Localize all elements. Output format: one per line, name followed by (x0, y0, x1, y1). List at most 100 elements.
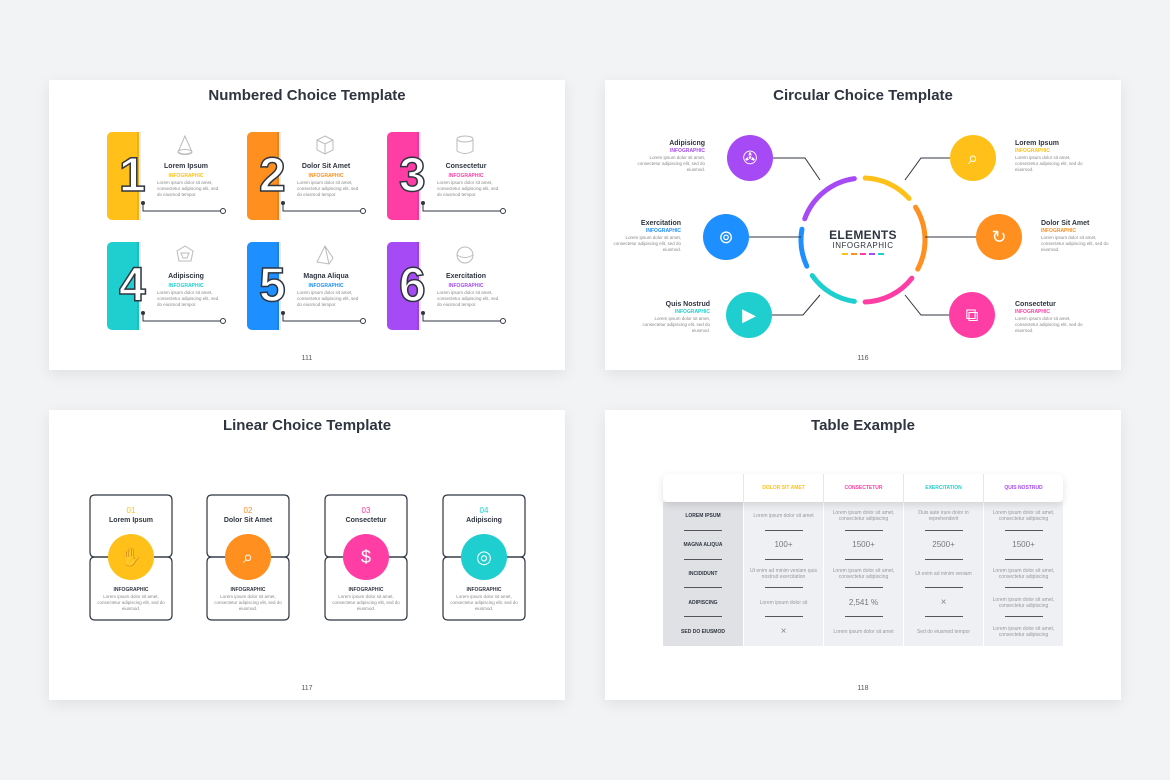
item-description: Lorem ipsum dolor sit amet, consectetur … (97, 594, 165, 611)
slide-circular-choice: Circular Choice Template ELEMENTS INFOGR… (605, 80, 1121, 370)
number-tab (387, 242, 421, 330)
cylinder-icon (456, 135, 474, 154)
item-frame (206, 494, 290, 621)
compass-icon: ✇ (727, 135, 773, 181)
item-subtitle: INFOGRAPHIC (168, 173, 204, 179)
ring-center: ELEMENTS INFOGRAPHIC (819, 228, 907, 255)
page-number: 116 (857, 355, 869, 362)
color-dot (851, 253, 857, 255)
table-cell: 1500+ (824, 531, 903, 560)
item-subtitle: INFOGRAPHIC (308, 283, 344, 289)
slide-title: Linear Choice Template (222, 417, 392, 434)
table-cell: Lorem ipsum dolor sit amet, consectetur … (824, 560, 903, 589)
number-tab (107, 132, 141, 220)
video-player-icon: ▶ (726, 292, 772, 338)
item-subtitle: INFOGRAPHIC (168, 283, 204, 289)
ring-arc-segment (862, 175, 912, 202)
item-title: Consectetur (1015, 301, 1056, 308)
sphere-icon (456, 246, 474, 264)
item-title: Dolor Sit Amet (223, 517, 273, 524)
hand-coin-icon: ✋ (108, 534, 154, 580)
item-description: Lorem ipsum dolor sit amet, consectetur … (157, 180, 219, 197)
table-cell: Lorem ipsum dolor sit amet, consectetur … (984, 560, 1063, 589)
table-cell: 100+ (744, 531, 823, 560)
item-description: Lorem ipsum dolor sit amet, consectetur … (297, 180, 359, 197)
item-number: 02 (243, 506, 253, 515)
page-number: 111 (301, 355, 313, 362)
table-corner (663, 474, 743, 502)
item-subtitle: INFOGRAPHIC (466, 587, 502, 593)
ring-color-dots (819, 253, 907, 255)
table-cell: Ut enim ad minim veniam quis nostrud exe… (744, 560, 823, 589)
connector-line (141, 311, 226, 324)
item-subtitle: INFOGRAPHIC (675, 309, 710, 315)
item-title: Consectetur (445, 163, 487, 170)
connector-line (421, 311, 506, 324)
magnifier-shirt-icon: ⌕ (225, 534, 271, 580)
column-header: CONSECTETUR (823, 474, 903, 502)
item-subtitle: INFOGRAPHIC (113, 587, 149, 593)
row-label: LOREM IPSUM (663, 502, 743, 531)
data-column: Lorem ipsum dolor sit amet, consectetur … (983, 502, 1063, 646)
number-tab (247, 132, 281, 220)
table-cell: Lorem ipsum dolor sit amet (833, 628, 894, 635)
item-description: Lorem ipsum dolor sit amet, consectetur … (450, 594, 518, 611)
item-description: Lorem ipsum dolor sit amet, consectetur … (1041, 235, 1109, 252)
color-dot (878, 253, 884, 255)
table-cell: × (904, 588, 983, 617)
table-cell: 2500+ (904, 531, 983, 560)
number-tab (387, 132, 421, 220)
column-header: EXERCITATION (903, 474, 983, 502)
item-title: Dolor Sit Amet (1041, 220, 1090, 227)
dollar-coin-icon: $ (343, 534, 389, 580)
row-label: MAGNA ALIQUA (663, 531, 743, 560)
table-cell: Lorem ipsum dolor sit amet (744, 502, 823, 531)
table-cell: Sed do eiusmod tempor (916, 628, 971, 635)
number-digit: 4 (118, 259, 146, 312)
cone-icon (177, 134, 193, 155)
table-cell: 2,541 % (824, 588, 903, 617)
item-subtitle: INFOGRAPHIC (448, 173, 484, 179)
item-title: Adipiscing (168, 273, 204, 280)
table-cell: Lorem ipsum dolor sit (744, 588, 823, 617)
page-number: 118 (857, 685, 869, 692)
item-frame (324, 494, 408, 621)
item-subtitle: INFOGRAPHIC (1041, 228, 1076, 234)
item-subtitle: INFOGRAPHIC (348, 587, 384, 593)
connector-line (421, 201, 506, 214)
slide-title: Numbered Choice Template (208, 87, 406, 104)
column-header: DOLOR SIT AMET (743, 474, 823, 502)
row-label: INCIDIDUNT (663, 560, 743, 589)
item-description: Lorem ipsum dolor sit amet, consectetur … (642, 316, 710, 333)
page-number: 117 (301, 685, 313, 692)
color-dot (869, 253, 875, 255)
item-number: 03 (361, 506, 371, 515)
pyramid-icon (316, 245, 334, 265)
table-cell: 1500+ (984, 531, 1063, 560)
column-header: QUIS NOSTRUD (983, 474, 1063, 502)
number-tab (247, 242, 281, 330)
item-subtitle: INFOGRAPHIC (230, 587, 266, 593)
table-cell: × (780, 625, 787, 637)
connector-line (281, 201, 366, 214)
item-description: Lorem ipsum dolor sit amet, consectetur … (437, 180, 499, 197)
item-subtitle: INFOGRAPHIC (646, 228, 681, 234)
table-cell: Ut enim ad minim veniam (904, 560, 983, 589)
connector-line (141, 201, 226, 214)
